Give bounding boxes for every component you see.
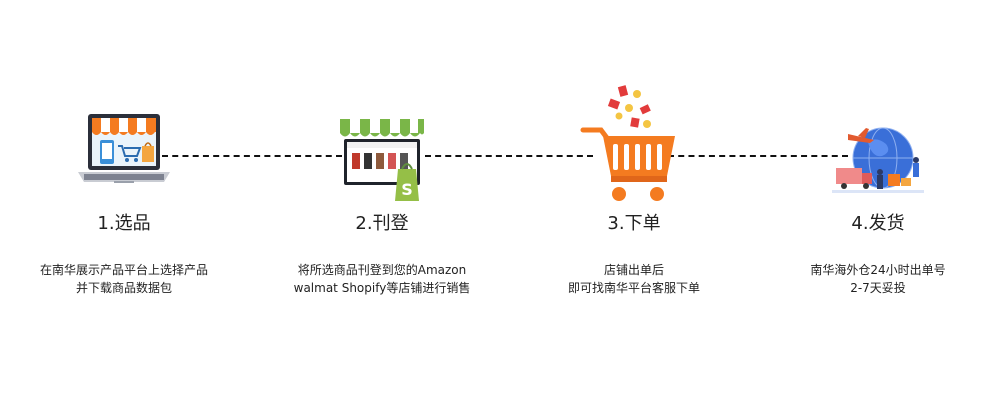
step-description-line: 店铺出单后 [603, 263, 664, 277]
step-description: 南华海外仓24小时出单号 2-7天妥投 [758, 261, 998, 297]
step-title: 2.刊登 [355, 213, 409, 234]
step-title: 3.下单 [607, 213, 661, 234]
laptop-storefront-icon [4, 80, 244, 205]
step-description: 店铺出单后 即可找南华平台客服下单 [514, 261, 754, 297]
step-description-line: 南华海外仓24小时出单号 [810, 263, 946, 277]
connector-3-4 [668, 155, 848, 157]
step-description-line: 将所选商品刊登到您的Amazon [297, 263, 467, 277]
connector-2-3 [425, 155, 593, 157]
step-title: 1.选品 [97, 213, 151, 234]
step-select: 1.选品 在南华展示产品平台上选择产品 并下载商品数据包 [4, 80, 244, 297]
shopify-storefront-icon: S [262, 80, 502, 205]
svg-text:S: S [401, 180, 413, 199]
global-logistics-icon [758, 80, 998, 205]
step-description-line: 并下载商品数据包 [75, 281, 172, 295]
step-description-line: 2-7天妥投 [850, 281, 906, 295]
step-publish: S 2.刊登 将所选商品刊登到您的Amazon walmat Shopify等店… [262, 80, 502, 297]
shopping-cart-icon [514, 80, 754, 205]
step-title: 4.发货 [851, 213, 905, 234]
connector-1-2 [162, 155, 342, 157]
step-order: 3.下单 店铺出单后 即可找南华平台客服下单 [514, 80, 754, 297]
step-description: 将所选商品刊登到您的Amazon walmat Shopify等店铺进行销售 [262, 261, 502, 297]
step-ship: 4.发货 南华海外仓24小时出单号 2-7天妥投 [758, 80, 998, 297]
step-description-line: walmat Shopify等店铺进行销售 [293, 281, 471, 295]
step-description-line: 在南华展示产品平台上选择产品 [39, 263, 208, 277]
step-description: 在南华展示产品平台上选择产品 并下载商品数据包 [4, 261, 244, 297]
step-description-line: 即可找南华平台客服下单 [567, 281, 700, 295]
